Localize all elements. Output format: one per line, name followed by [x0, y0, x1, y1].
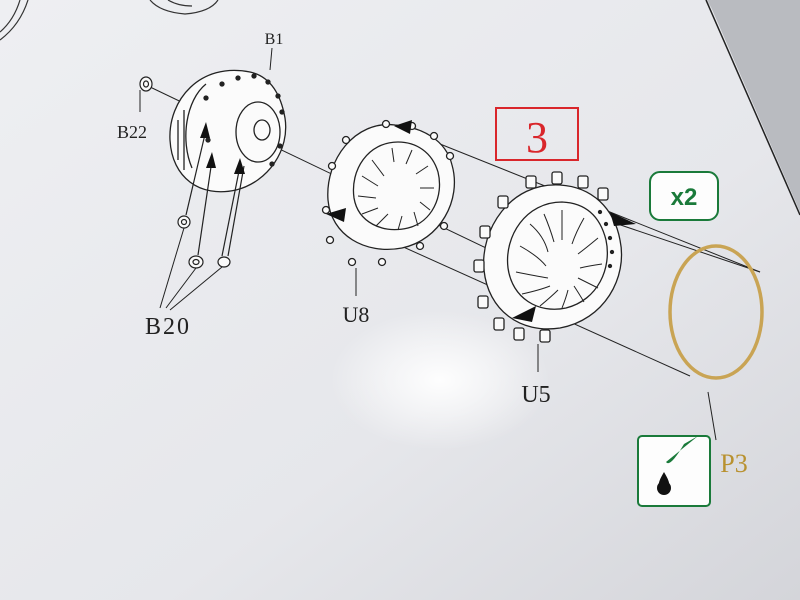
u5-arrow-heads: [512, 212, 636, 322]
table-surface: [708, 0, 800, 212]
step-number: 3: [526, 113, 548, 162]
b20-leader-lines: [159, 227, 223, 311]
label-b22: B22: [117, 122, 147, 142]
part-b20-bolts: [177, 215, 231, 269]
u8-arrow-heads: [326, 120, 412, 222]
b20-arrow-heads: [200, 122, 245, 174]
label-b1: B1: [265, 31, 284, 48]
p3-leader: [707, 391, 717, 441]
step-number-box: [495, 107, 579, 161]
light-glare: [330, 310, 550, 450]
b1-leader: [269, 47, 273, 71]
part-u8-rim: [321, 119, 456, 267]
glue-drop-icon: [637, 435, 711, 507]
label-p3: P3: [720, 449, 747, 478]
b20-insertion-arrows: [185, 129, 245, 257]
label-b20: B20: [145, 314, 191, 340]
photo-etched-ring: [668, 244, 764, 380]
multiplier-text: x2: [671, 184, 698, 211]
part-b22-nut: [139, 76, 153, 92]
label-u8: U8: [343, 302, 370, 327]
previous-step-wheel-partial: [0, 0, 219, 41]
multiplier-badge: [649, 171, 719, 221]
sheet-edge-line: [705, 0, 800, 216]
label-u5: U5: [521, 382, 550, 408]
